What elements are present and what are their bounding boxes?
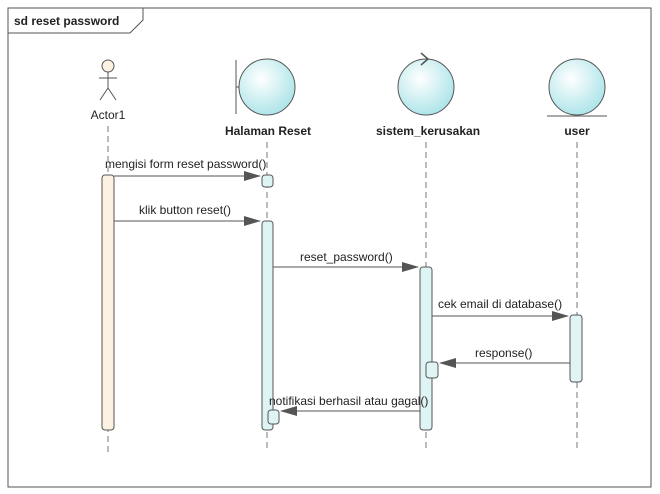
boundary-activation-3: [267, 409, 280, 425]
message-4-label: cek email di database(): [438, 297, 562, 311]
message-2: klik button reset(): [114, 203, 261, 226]
frame-title-tab: [7, 7, 144, 34]
control-icon: [397, 52, 455, 116]
message-5: response(): [439, 346, 570, 368]
message-3: reset_password(): [273, 250, 419, 272]
entity-activation: [569, 314, 583, 383]
activations: [101, 174, 583, 431]
message-6: notifikasi berhasil atau gagal(): [269, 394, 428, 416]
control-label: sistem_kerusakan: [376, 124, 480, 138]
message-5-label: response(): [475, 346, 532, 360]
control-activation-1: [419, 266, 433, 431]
boundary-icon: [235, 58, 296, 116]
message-3-label: reset_password(): [300, 250, 393, 264]
entity-icon: [547, 58, 607, 117]
control-activation-2: [425, 361, 439, 379]
boundary-activation-1: [261, 174, 274, 188]
message-6-label: notifikasi berhasil atau gagal(): [269, 394, 428, 408]
frame-title: sd reset password: [14, 14, 119, 28]
entity-label: user: [564, 124, 590, 138]
message-4: cek email di database(): [432, 297, 569, 321]
message-1-label: mengisi form reset password(): [105, 157, 266, 171]
message-1: mengisi form reset password(): [105, 157, 266, 181]
message-2-label: klik button reset(): [139, 203, 231, 217]
diagram-frame: [7, 7, 652, 488]
actor-icon: [99, 59, 117, 101]
actor-label: Actor1: [91, 108, 126, 122]
boundary-activation-2: [261, 220, 274, 431]
actor-activation: [101, 174, 115, 431]
boundary-label: Halaman Reset: [225, 124, 311, 138]
